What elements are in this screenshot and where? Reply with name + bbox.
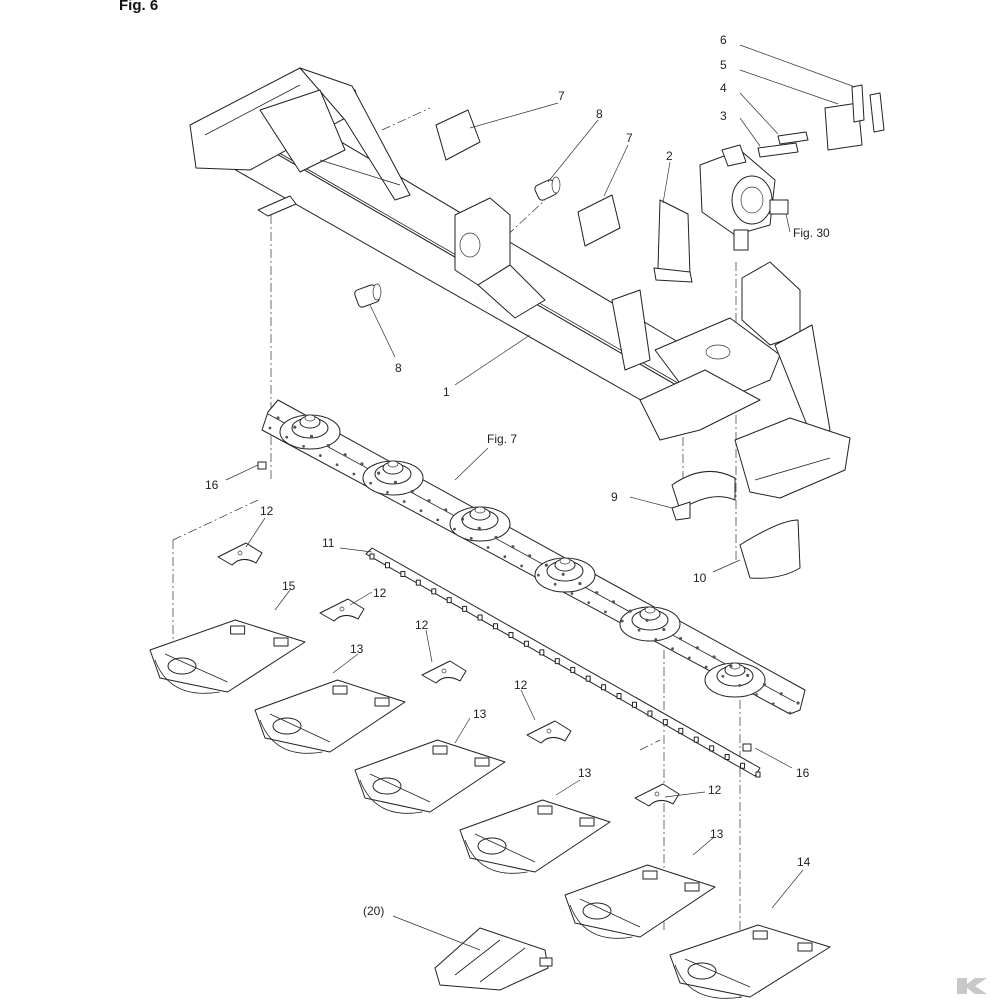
callout-14: 14 <box>797 855 811 869</box>
callout-fig-30: Fig. 30 <box>793 226 830 240</box>
brand-k-logo-icon <box>957 978 987 994</box>
leader-lines <box>225 44 856 951</box>
clip-12 <box>217 542 263 566</box>
callout-10: 10 <box>693 571 707 585</box>
cutter-disc-hub <box>362 460 424 496</box>
callout-11: 11 <box>322 536 335 550</box>
figure-title: Fig. 6 <box>119 0 159 14</box>
bushing-8-bottom <box>354 283 382 308</box>
callout-5: 5 <box>720 58 727 72</box>
clip-12 <box>526 720 572 744</box>
shim-plates-3-6 <box>757 84 885 158</box>
guard-10 <box>739 519 801 579</box>
skid-shoe-13-b <box>354 739 506 814</box>
cutter-disc-hub <box>449 506 511 542</box>
clips-12 <box>217 542 680 807</box>
bolt-16-left <box>257 461 267 470</box>
callout-16-right: 16 <box>796 766 810 780</box>
gearbox-bracket-2 <box>653 199 693 283</box>
callout-8-bottom: 8 <box>395 361 402 375</box>
callout-1: 1 <box>443 385 450 399</box>
callout-7-right: 7 <box>626 131 633 145</box>
left-mount-bracket <box>257 195 297 217</box>
callout-4: 4 <box>720 81 727 95</box>
skid-shoe-14 <box>669 924 831 999</box>
callout-13-b: 13 <box>473 707 487 721</box>
bolt-16-right <box>742 743 752 752</box>
cutter-bar <box>261 399 806 715</box>
callout-12-c: 12 <box>415 618 429 632</box>
callout-12-b: 12 <box>373 586 387 600</box>
callout-16-left: 16 <box>205 478 219 492</box>
callout-6: 6 <box>720 33 727 47</box>
strip-11 <box>365 547 761 778</box>
callout-9: 9 <box>611 490 618 504</box>
clip-12 <box>421 660 467 684</box>
skid-shoe-20 <box>434 927 553 991</box>
callout-12-d: 12 <box>514 678 528 692</box>
plate-7-left <box>435 109 481 161</box>
main-frame <box>189 67 851 499</box>
callout-12-a: 12 <box>260 504 274 518</box>
callout-8-top: 8 <box>596 107 603 121</box>
cutter-disc-hub <box>704 662 766 698</box>
callout-7-left: 7 <box>558 89 565 103</box>
cutter-disc-hub <box>534 557 596 593</box>
callout-13-c: 13 <box>578 766 592 780</box>
skid-shoe-13-a <box>254 679 406 754</box>
callout-13-d: 13 <box>710 827 724 841</box>
cutter-disc-hub <box>279 414 341 450</box>
gearbox-assembly <box>699 144 789 251</box>
callout-20: (20) <box>363 904 385 918</box>
callout-3: 3 <box>720 109 727 123</box>
skid-shoe-15 <box>149 619 306 694</box>
skid-shoe-13-d <box>564 864 716 939</box>
guard-9 <box>671 470 736 521</box>
skid-shoes <box>149 619 831 999</box>
cutter-disc-hub <box>619 606 681 642</box>
skid-shoe-13-c <box>459 799 611 874</box>
clip-12 <box>319 598 365 622</box>
bushing-8-top <box>534 176 561 201</box>
callout-fig-7: Fig. 7 <box>487 432 518 446</box>
plate-7-right <box>577 194 621 247</box>
callout-2: 2 <box>666 149 673 163</box>
callout-13-a: 13 <box>350 642 364 656</box>
callout-12-e: 12 <box>708 783 722 797</box>
clip-12 <box>634 783 680 807</box>
callout-15: 15 <box>282 579 296 593</box>
